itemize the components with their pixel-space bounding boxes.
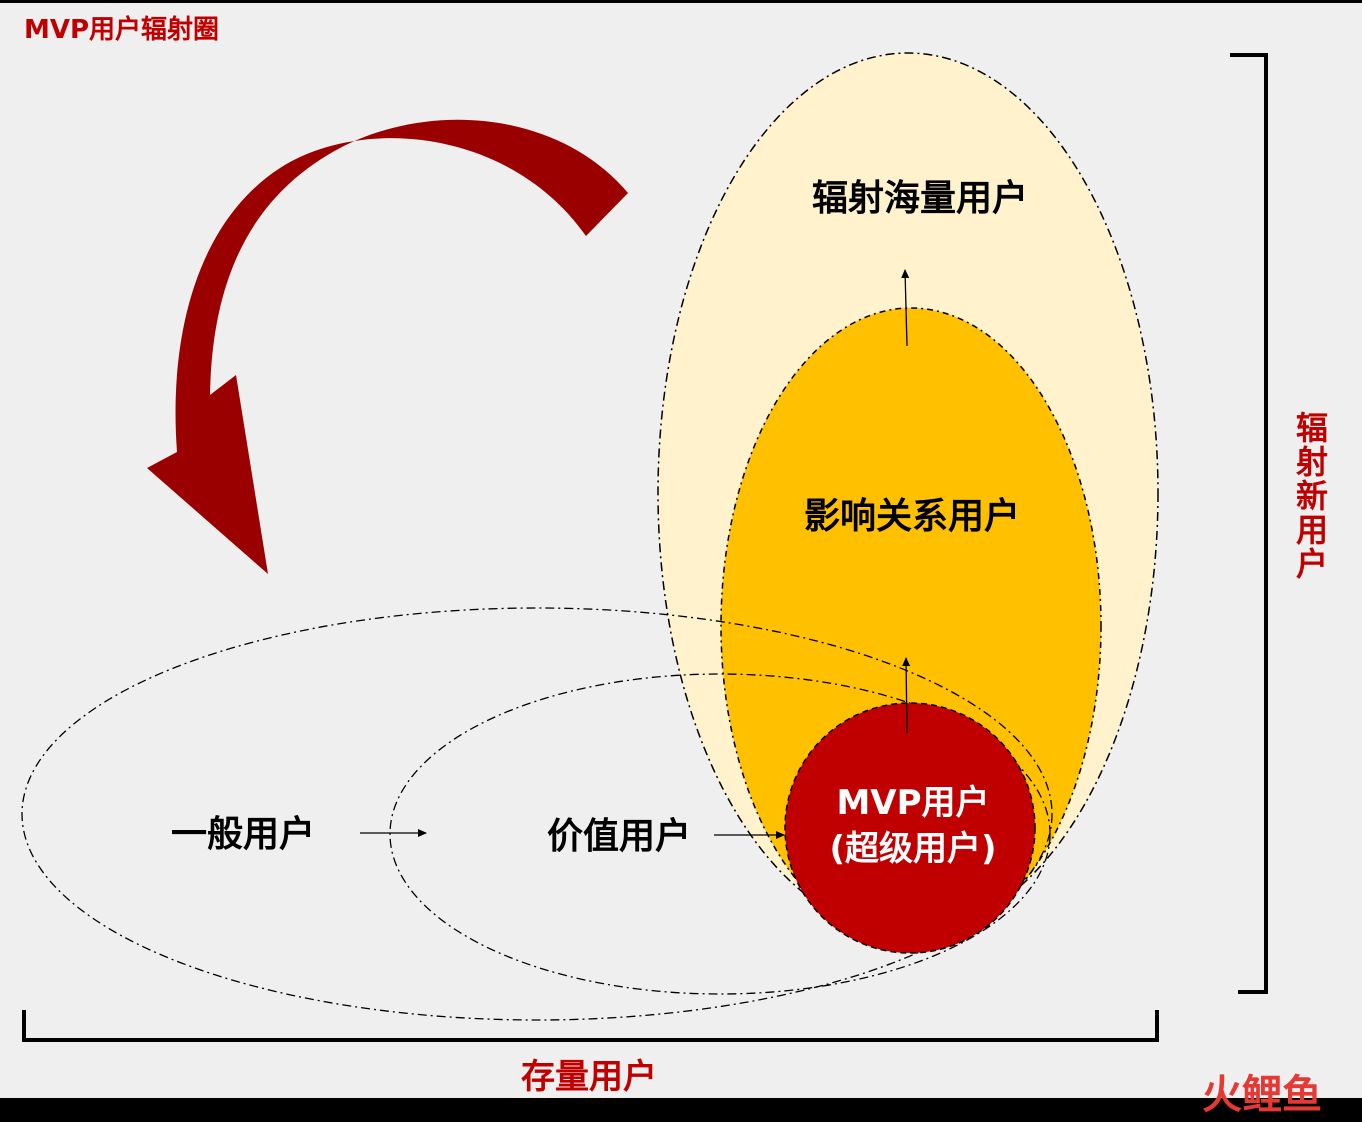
right-bracket	[1230, 53, 1268, 994]
label-radiate-new-users: 辐射新用户	[1291, 411, 1329, 581]
general-users-ellipse	[21, 607, 1053, 1021]
label-influence-users: 影响关系用户	[804, 496, 1020, 537]
label-value-users: 价值用户	[547, 816, 691, 857]
value-users-ellipse	[389, 673, 1051, 995]
diagram-title: MVP用户辐射圈	[24, 14, 219, 45]
label-stock-users: 存量用户	[521, 1057, 657, 1097]
watermark-logo: 火鲤鱼	[1202, 1072, 1322, 1118]
mvp-circle	[784, 702, 1036, 954]
watermark-text: 火鲤鱼	[1202, 1072, 1322, 1118]
label-super-users: (超级用户)	[829, 829, 996, 869]
label-mvp-users: MVP用户	[836, 783, 989, 823]
label-general-users: 一般用户	[171, 814, 315, 855]
curved-red-arrow	[147, 119, 628, 575]
bottom-bracket	[22, 1010, 1159, 1042]
arrow-mvp-to-influence	[902, 657, 911, 734]
label-radiate-mass-users: 辐射海量用户	[812, 178, 1028, 219]
arrow-influence-to-mass	[901, 269, 910, 347]
